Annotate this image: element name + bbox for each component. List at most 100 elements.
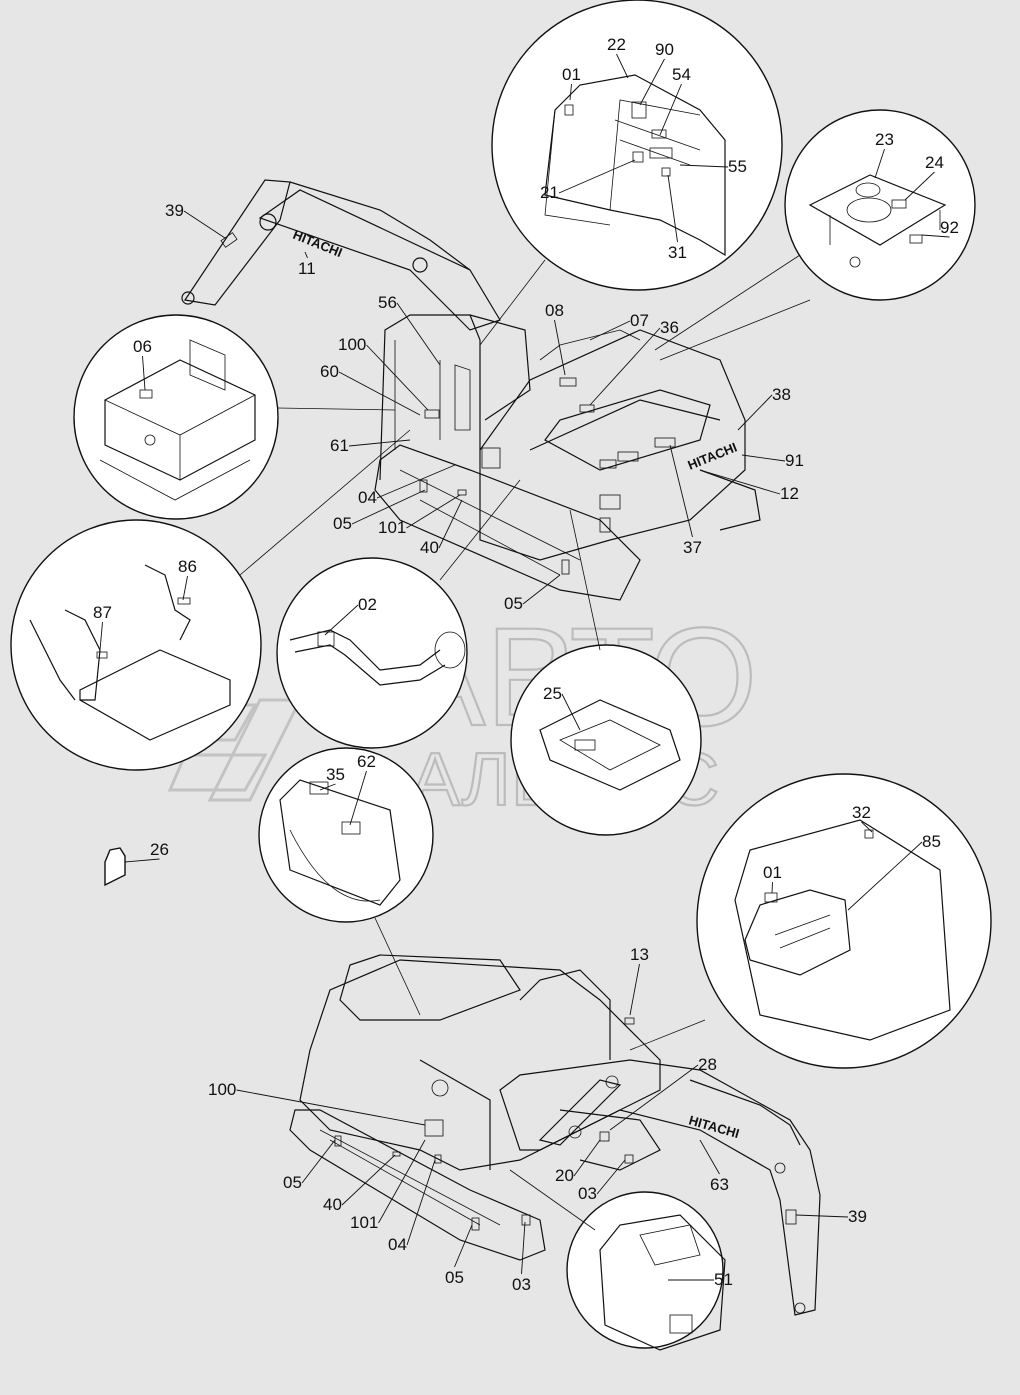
part-callout-label: 04 [358, 488, 377, 507]
callout-leader [396, 302, 441, 366]
callout-leader [569, 83, 572, 101]
detail-cab-interior [491, 0, 783, 291]
detail-battery-box [73, 314, 279, 520]
callout-leader [861, 821, 873, 833]
part-callout-label: 85 [922, 832, 941, 851]
part-callout-label: 05 [333, 514, 352, 533]
detail-hose [276, 557, 468, 749]
callout-leader [609, 1064, 699, 1131]
detail-cab-seat [696, 773, 992, 1069]
part-callout-label: 101 [378, 518, 406, 537]
callout-leader [771, 881, 773, 894]
part-callout-label: 28 [698, 1055, 717, 1074]
part-callout-label: 03 [512, 1275, 531, 1294]
callout-leader [921, 234, 950, 238]
part-callout-label: 21 [540, 183, 559, 202]
callout-leader [301, 1139, 336, 1184]
callout-leader [338, 371, 421, 416]
detail-floor-mat [510, 644, 702, 836]
callout-leader [454, 1224, 473, 1268]
part-callout-label: 100 [208, 1080, 236, 1099]
callout-leader [406, 1159, 436, 1246]
callout-leader [737, 394, 773, 431]
callout-leader [573, 1139, 601, 1177]
callout-leader [378, 1139, 426, 1224]
callout-leader [348, 439, 411, 447]
callout-leader [438, 499, 463, 549]
callout-leader [874, 148, 885, 179]
part-callout-label: 08 [545, 301, 564, 320]
detail-control-levers [10, 519, 262, 771]
callout-leader [596, 1159, 626, 1195]
detail-radiator-top [784, 109, 976, 301]
callout-leader [521, 1221, 526, 1275]
callout-leader [561, 693, 581, 731]
callout-leader [795, 1214, 849, 1218]
callout-leader [142, 355, 146, 391]
callout-leader [406, 494, 461, 529]
part-callout-label: 54 [672, 65, 691, 84]
part-callout-label: 90 [655, 40, 674, 59]
callout-leader [659, 83, 682, 136]
part-callout-label: 03 [578, 1184, 597, 1203]
part-callout-label: 22 [607, 35, 626, 54]
part-callout-label: 92 [940, 218, 959, 237]
detail-radiator-side [258, 747, 434, 923]
part-callout-label: 40 [420, 538, 439, 557]
part-callout-label: 32 [852, 803, 871, 822]
callout-leader [558, 159, 636, 194]
part-callout-label: 23 [875, 130, 894, 149]
part-callout-label: 61 [330, 436, 349, 455]
part-callout-label: 91 [785, 451, 804, 470]
part-callout-label: 05 [445, 1268, 464, 1287]
part-callout-label: 24 [925, 153, 944, 172]
callout-leader [236, 1089, 426, 1126]
detail-counterweight [566, 1191, 726, 1351]
brand-boom-top: HITACHI [291, 227, 345, 260]
part-callout-label: 01 [763, 863, 782, 882]
callout-leader [741, 454, 786, 462]
callout-leader [904, 171, 935, 201]
part-callout-label: 01 [562, 65, 581, 84]
callout-leader [349, 770, 367, 826]
callout-leader [182, 575, 188, 601]
part-callout-label: 101 [350, 1213, 378, 1232]
part-callout-label: 20 [555, 1166, 574, 1185]
brand-boom-bottom: HITACHI [687, 1112, 741, 1141]
callout-leader [679, 164, 729, 168]
part-callout-label: 36 [660, 318, 679, 337]
callout-leader [324, 604, 359, 636]
part-callout-label: 100 [338, 335, 366, 354]
callout-leader [847, 841, 923, 911]
callout-leader [376, 464, 456, 499]
part-callout-label: 39 [165, 201, 184, 220]
part-callout-label: 26 [150, 840, 169, 859]
part-callout-label: 13 [630, 945, 649, 964]
callout-leader [319, 783, 336, 791]
part-callout-label: 35 [326, 765, 345, 784]
leader-lines [239, 254, 811, 1231]
callout-leader [667, 174, 678, 243]
callout-leader [589, 320, 631, 341]
callout-leader [183, 210, 226, 239]
part-callout-label: 12 [780, 484, 799, 503]
tag-part-26-icon [104, 847, 126, 887]
part-callout-label: 39 [848, 1207, 867, 1226]
part-callout-label: 51 [714, 1270, 733, 1289]
callout-leader [639, 58, 665, 106]
part-callout-label: 31 [668, 243, 687, 262]
callout-leader [99, 621, 103, 651]
part-callout-label: 06 [133, 337, 152, 356]
callout-leader [124, 858, 160, 863]
part-callout-label: 04 [388, 1235, 407, 1254]
part-callout-label: 40 [323, 1195, 342, 1214]
part-callout-label: 07 [630, 311, 649, 330]
callout-leader [304, 251, 308, 259]
callout-leader [522, 574, 561, 605]
callout-leader [589, 327, 661, 406]
callout-leader [351, 489, 426, 525]
part-callout-label: 62 [357, 752, 376, 771]
